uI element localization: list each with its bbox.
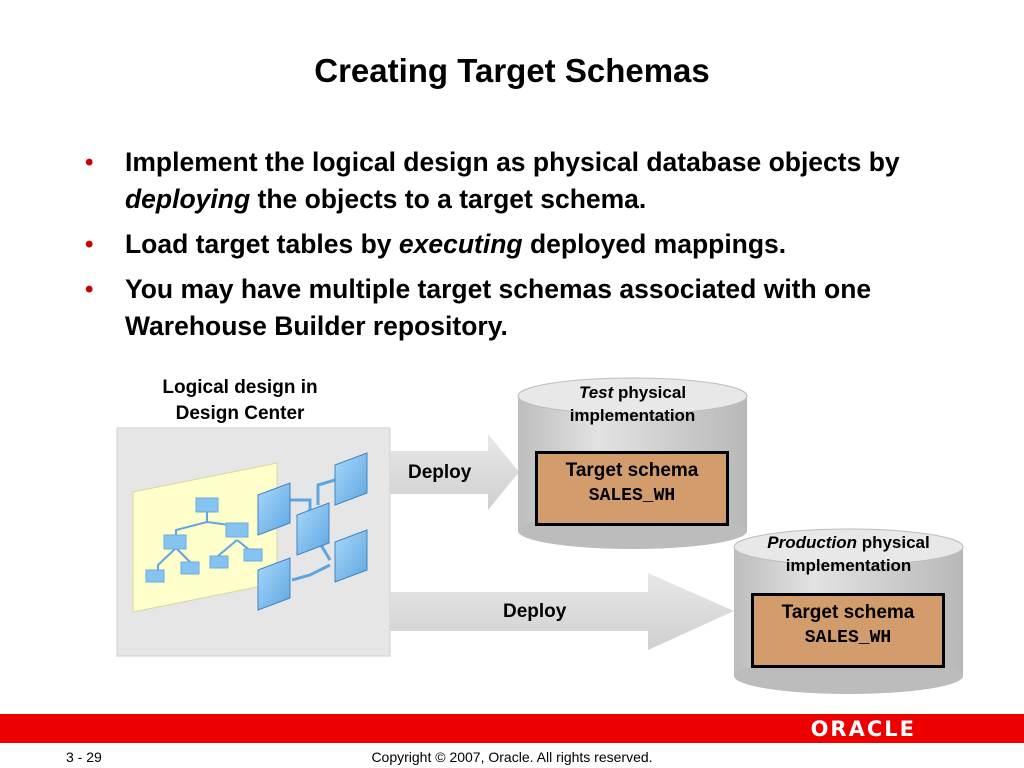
physical-blocks [257, 452, 368, 611]
logical-label-line2: Design Center [175, 403, 305, 424]
test-label-line2: implementation [569, 406, 696, 425]
deploy-label-2: Deploy [503, 601, 567, 622]
slide-title: Creating Target Schemas [314, 52, 710, 89]
bullet-dot-icon: • [85, 231, 94, 258]
schema-name: SALES_WH [588, 486, 676, 506]
bullet-text: Load target tables by [125, 229, 399, 259]
bullet-list: • Implement the logical design as physic… [85, 144, 975, 353]
logical-label-line1: Logical design in [162, 377, 318, 398]
production-label-rest: physical [856, 533, 930, 552]
test-target-schema-box: Target schema SALES_WH [535, 451, 729, 526]
production-label-em: Production [767, 533, 857, 552]
bullet-text: the objects to a target schema. [250, 184, 647, 214]
production-label-line2: implementation [785, 556, 912, 575]
bullet-dot-icon: • [85, 276, 94, 303]
copyright-text: Copyright © 2007, Oracle. All rights res… [371, 749, 653, 765]
deploy-label-1: Deploy [408, 462, 472, 483]
bullet-text: Implement the logical design as physical… [125, 147, 900, 177]
schema-name: SALES_WH [804, 628, 892, 648]
test-label-em: Test [578, 383, 614, 402]
footer-bar [0, 714, 1024, 743]
bullet-text: You may have multiple target schemas ass… [125, 274, 872, 341]
production-target-schema-box: Target schema SALES_WH [751, 593, 945, 668]
test-cylinder-label: Test physical implementation [520, 381, 745, 427]
page-number: 3 - 29 [66, 749, 102, 765]
deploy-arrow-1 [390, 434, 519, 510]
bullet-item: • You may have multiple target schemas a… [85, 271, 975, 345]
schema-label: Target schema [781, 602, 915, 623]
bullet-dot-icon: • [85, 149, 94, 176]
logical-tree-nodes [145, 497, 263, 583]
bullet-item: • Load target tables by executing deploy… [85, 226, 975, 263]
bullet-text: deployed mappings. [522, 229, 787, 259]
bullet-emphasis: executing [398, 229, 523, 259]
test-label-rest: physical [613, 383, 687, 402]
production-cylinder-label: Production physical implementation [736, 531, 961, 577]
logical-design-label: Logical design in Design Center [120, 375, 360, 427]
deploy-arrow-2 [390, 573, 734, 650]
bullet-emphasis: deploying [125, 184, 251, 214]
schema-label: Target schema [565, 460, 699, 481]
bullet-item: • Implement the logical design as physic… [85, 144, 975, 218]
oracle-logo: ORACLE [810, 717, 916, 741]
